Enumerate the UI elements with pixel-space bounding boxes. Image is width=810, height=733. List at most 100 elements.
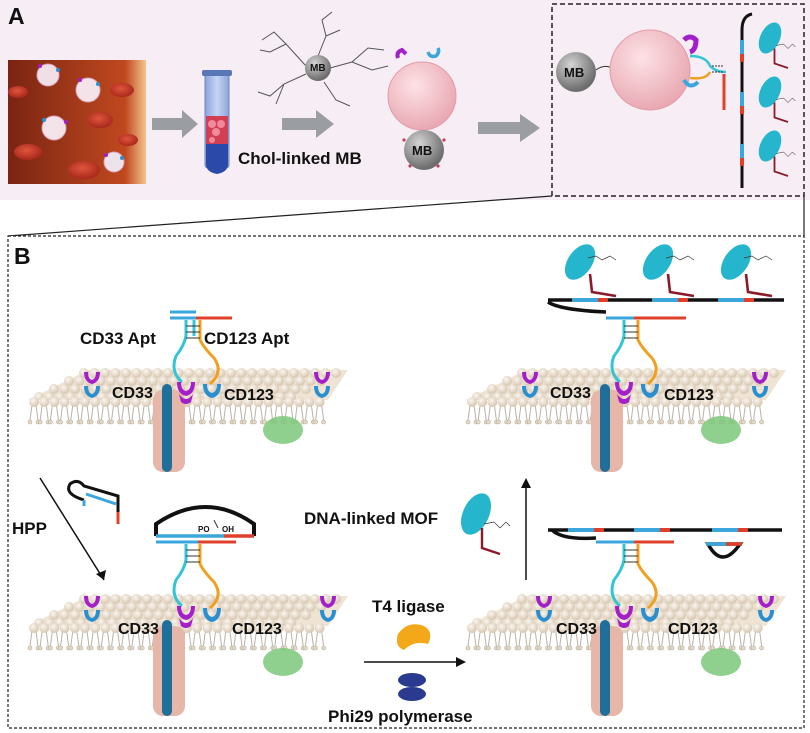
membrane-protein [263, 416, 303, 444]
lipid-head [716, 368, 727, 378]
lipid-head [665, 610, 676, 620]
process-arrow [478, 114, 540, 142]
lipid-head [226, 594, 236, 604]
lipid-head [487, 397, 498, 407]
ligation-arrow [364, 657, 466, 667]
lipid-head [640, 623, 651, 633]
lipid-head [695, 594, 706, 604]
lipid-head [512, 376, 523, 386]
lipid-head [539, 384, 550, 394]
lipid-head [659, 376, 670, 386]
lipid-head [670, 602, 680, 612]
lipid-head [650, 397, 661, 407]
lipid-head [580, 368, 590, 378]
lipid-head [508, 384, 518, 394]
lipid-head [233, 397, 243, 407]
lipid-head [148, 602, 158, 612]
lipid-head [143, 610, 154, 620]
lipid-head [640, 397, 651, 407]
lipid-head [518, 397, 528, 407]
lipid-head [752, 397, 763, 407]
lipid-head [722, 602, 733, 612]
lipid-head [274, 376, 284, 386]
lipid-head [538, 623, 549, 633]
cd33-label: CD33 [550, 385, 591, 402]
phi29-polymerase-icon [398, 673, 426, 701]
lipid-head [74, 376, 85, 386]
lipid-head [90, 623, 101, 633]
lipid-head [100, 368, 110, 378]
lipid-head [133, 610, 143, 620]
lipid-head [550, 610, 560, 620]
lipid-head [192, 623, 203, 633]
lipid-head [686, 610, 697, 620]
lipid-head [569, 623, 579, 633]
lipid-head [554, 376, 565, 386]
lipid-head [502, 376, 512, 386]
lipid-head [253, 376, 263, 386]
lipid-head [227, 610, 238, 620]
lipid-head [131, 594, 142, 604]
lipid-head [121, 594, 131, 604]
lipid-head [712, 376, 722, 386]
lipid-head [290, 384, 301, 394]
lipid-head [580, 594, 590, 604]
lipid-head [538, 397, 549, 407]
lipid-head [243, 623, 254, 633]
lipid-head [280, 384, 290, 394]
membrane-protein [701, 648, 741, 676]
lipid-head [205, 368, 215, 378]
lipid-head [163, 368, 173, 378]
lipid-head [701, 397, 712, 407]
lipid-head [226, 368, 236, 378]
lipid-head [314, 397, 325, 407]
lipid-head [664, 368, 674, 378]
lipid-head [569, 368, 580, 378]
lipid-head [601, 368, 611, 378]
lipid-head [569, 397, 579, 407]
lipid-head [212, 397, 223, 407]
lipid-head [752, 623, 763, 633]
lipid-head [507, 397, 518, 407]
lipid-head [314, 623, 325, 633]
lipid-head [70, 610, 80, 620]
blood-vessel-image [8, 60, 146, 184]
leukemia-cell [75, 77, 101, 103]
lipid-head [294, 623, 305, 633]
lipid-head [665, 384, 676, 394]
lipid-head [497, 384, 508, 394]
lipid-head [289, 368, 299, 378]
lipid-head [278, 594, 289, 604]
lipid-head [69, 397, 80, 407]
lipid-head [64, 376, 74, 386]
lipid-head [676, 610, 686, 620]
lipid-head [236, 368, 247, 378]
lipid-head [301, 384, 311, 394]
lipid-head [660, 623, 671, 633]
lipid-head [638, 602, 649, 612]
lipid-head [152, 594, 163, 604]
lipid-head [670, 376, 680, 386]
lipid-head [59, 384, 70, 394]
lipid-head [571, 610, 581, 620]
lipid-head [80, 623, 90, 633]
lipid-head [39, 397, 50, 407]
membrane-protein [701, 416, 741, 444]
lipid-head [304, 623, 315, 633]
lipid-head [295, 602, 305, 612]
lipid-head [263, 397, 274, 407]
lipid-head [127, 376, 137, 386]
lipid-head [732, 397, 743, 407]
red-blood-cell [68, 161, 100, 179]
cd123-label: CD123 [668, 621, 718, 638]
lipid-head [158, 376, 169, 386]
membrane-protein [263, 648, 303, 676]
lipid-head [110, 397, 121, 407]
lipid-head [232, 376, 242, 386]
svg-text:MB: MB [564, 65, 584, 80]
red-blood-cell [110, 83, 134, 97]
lipid-head [222, 623, 233, 633]
lipid-head [742, 623, 753, 633]
lipid-head [575, 376, 586, 386]
cd123-label: CD123 [224, 387, 274, 404]
